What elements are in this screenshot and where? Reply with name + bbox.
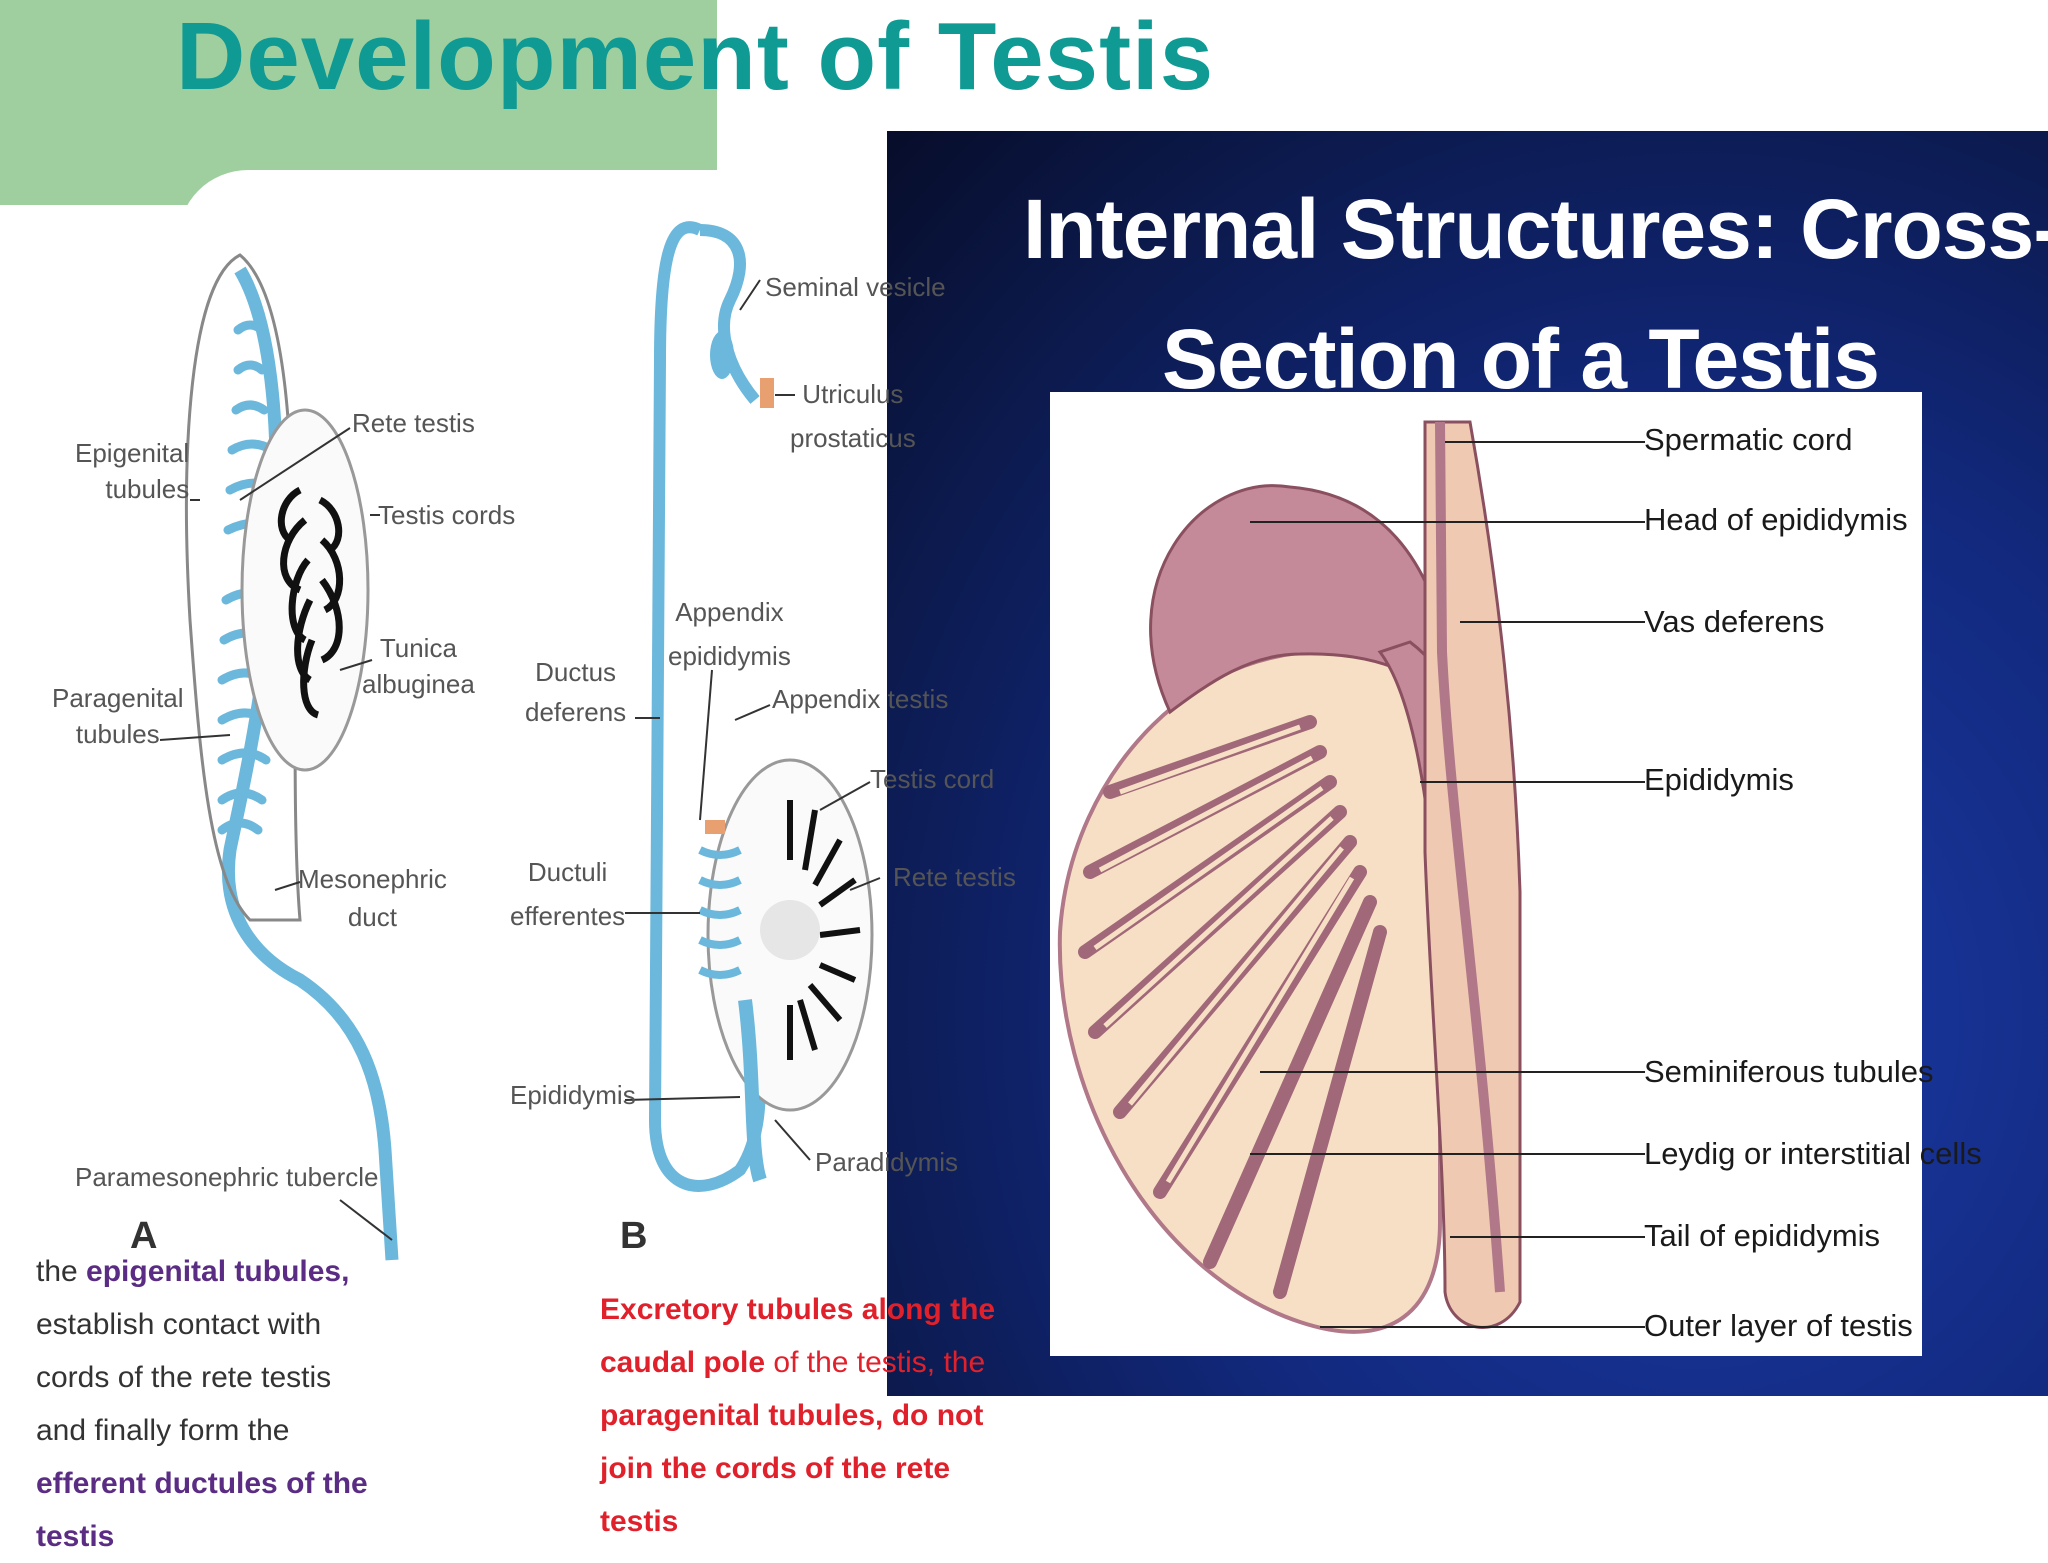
leader-lines-a — [159, 427, 393, 1241]
caption-left-text-1: the — [36, 1255, 87, 1288]
label-epididymis: Epididymis — [1644, 762, 1794, 797]
label-ductuli-efferentes: Ductuli efferentes — [510, 857, 626, 931]
caption-left: the epigenital tubules, establish contac… — [36, 1245, 381, 1563]
mesonephric-duct-shape — [222, 266, 399, 1261]
label-testis-cord: Testis cord — [870, 764, 995, 794]
leader-lines-b — [624, 279, 881, 1161]
label-outer-layer: Outer layer of testis — [1644, 1308, 1913, 1343]
caption-middle-text-1: Excretory tubules along the caudal pole — [600, 1293, 996, 1379]
label-rete-testis-a: Rete testis — [352, 408, 475, 438]
label-tunica-albuginea: Tunica albuginea — [362, 633, 475, 699]
label-paramesonephric-tubercle: Paramesonephric tubercle — [75, 1162, 379, 1192]
testis-body — [1057, 649, 1442, 1334]
leader-lines — [1250, 441, 1645, 1328]
appendix-shape — [705, 820, 725, 834]
label-testis-cords: Testis cords — [378, 500, 516, 530]
label-appendix-testis: Appendix testis — [772, 684, 949, 714]
label-seminiferous-tubules: Seminiferous tubules — [1644, 1054, 1934, 1089]
label-head-of-epididymis: Head of epididymis — [1644, 502, 1908, 537]
label-utriculus-prostaticus: Utriculus prostaticus — [790, 379, 916, 453]
label-leydig-cells: Leydig or interstitial cells — [1644, 1136, 1982, 1171]
caption-left-highlight-2: tubules, — [234, 1255, 350, 1288]
testis-cords-b — [787, 800, 861, 1060]
panel-title-line1: Internal Structures: Cross- — [1023, 182, 2048, 276]
label-epididymis-b: Epididymis — [510, 1080, 636, 1110]
cross-section-diagram-box: Spermatic cord Head of epididymis Vas de… — [1050, 392, 1982, 1356]
development-diagrams-svg — [159, 221, 881, 1261]
label-paradidymis: Paradidymis — [815, 1147, 959, 1177]
utriculus-shape — [760, 378, 774, 408]
seminal-vesicle-shape — [710, 331, 734, 379]
label-appendix-epididymis: Appendix epididymis — [668, 597, 791, 671]
label-paragenital-tubules: Paragenital tubules — [52, 683, 184, 749]
testis-cords-a — [277, 486, 344, 719]
label-vas-deferens: Vas deferens — [1644, 604, 1825, 639]
label-spermatic-cord: Spermatic cord — [1644, 422, 1853, 457]
rete-testis-b-shape — [760, 900, 820, 960]
label-panel-b: B — [620, 1215, 648, 1257]
label-ductus-deferens: Ductus deferens — [525, 657, 627, 727]
label-mesonephric-duct: Mesonephric duct — [298, 864, 447, 932]
caption-left-text-2: establish contact with cords of the rete… — [36, 1308, 332, 1447]
caption-middle-text-3: paragenital tubules, do not join the cor… — [600, 1399, 984, 1538]
label-panel-a: A — [130, 1215, 158, 1257]
cross-section-svg — [1057, 420, 1645, 1334]
label-tail-of-epididymis: Tail of epididymis — [1644, 1218, 1881, 1253]
seminal-vesicle-duct — [699, 224, 760, 404]
label-epigenital-tubules: Epigenital tubules — [75, 438, 190, 504]
caption-left-highlight-3: efferent — [36, 1467, 147, 1500]
ductuli-efferentes — [698, 846, 767, 1183]
testis-a-outline — [240, 408, 370, 772]
page-title: Development of Testis — [176, 3, 1215, 110]
caption-middle: Excretory tubules along the caudal pole … — [600, 1283, 1020, 1548]
panel-title-line2: Section of a Testis — [1162, 312, 1880, 406]
caption-middle-text-2: of the testis, the — [765, 1346, 986, 1379]
lobule-highlights — [1093, 724, 1355, 1184]
caption-left-highlight-1: epigenital — [86, 1255, 227, 1288]
label-seminal-vesicle: Seminal vesicle — [765, 272, 946, 302]
vas-deferens-tube — [1435, 421, 1505, 1293]
mesonephros-outline — [185, 253, 302, 922]
epididymis-head — [1149, 484, 1447, 715]
label-rete-testis-b: Rete testis — [893, 862, 1016, 892]
